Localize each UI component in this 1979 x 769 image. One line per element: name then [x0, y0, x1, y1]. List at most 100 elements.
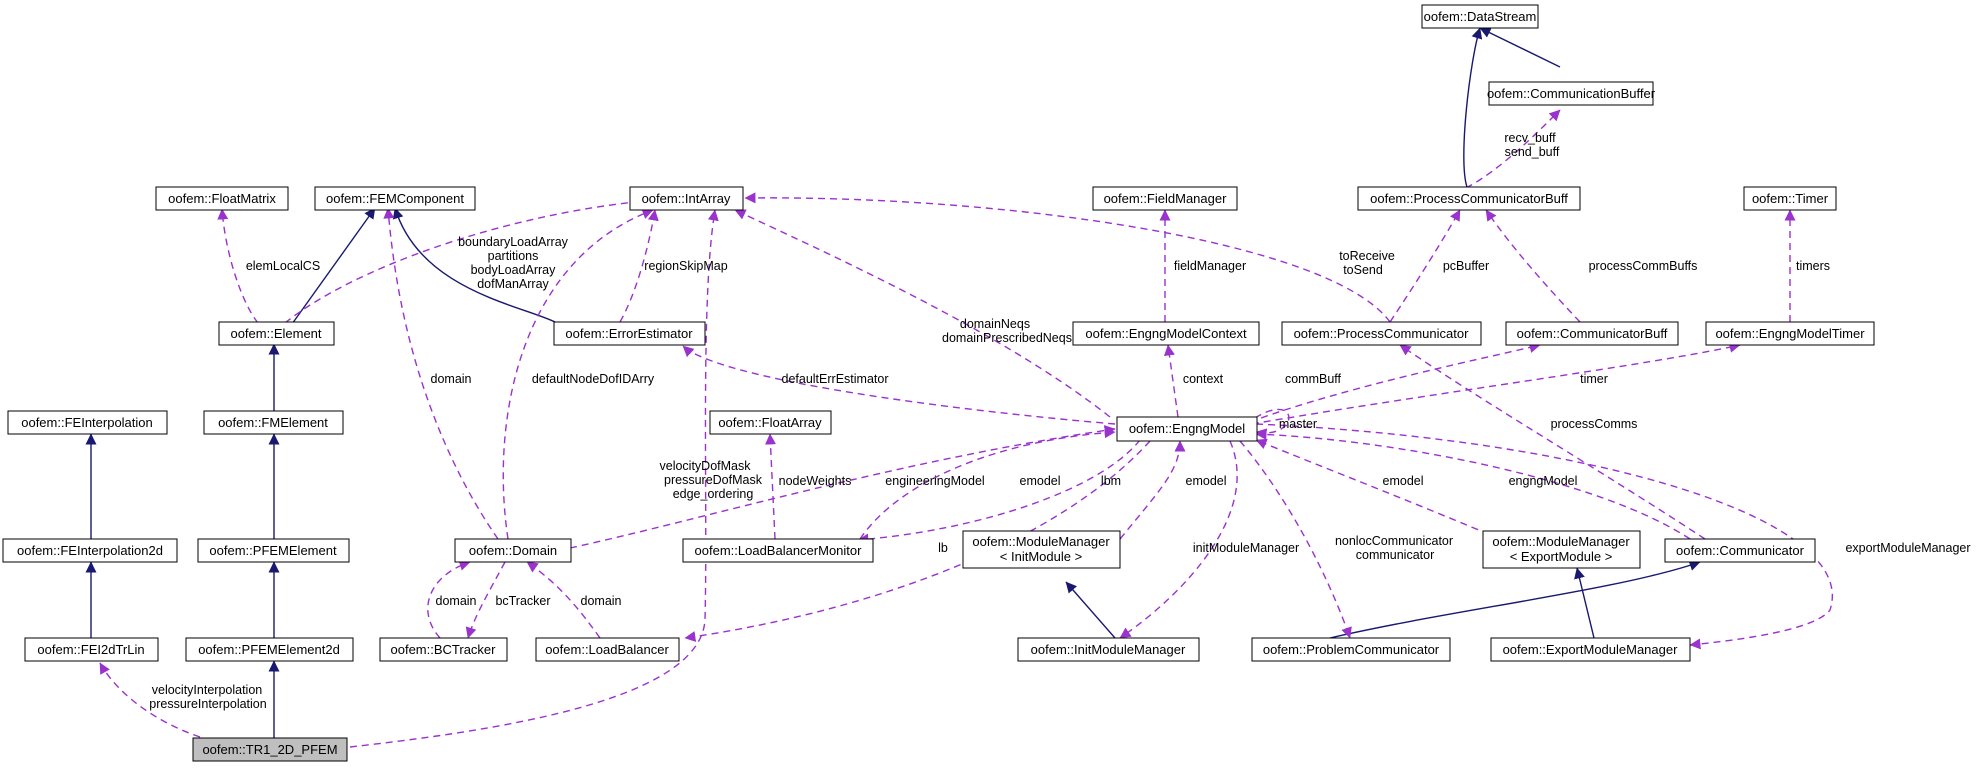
edge-label-engngmodel: engngModel: [1509, 474, 1578, 488]
node-intarray[interactable]: oofem::IntArray: [629, 186, 744, 211]
node-datastream[interactable]: oofem::DataStream: [1421, 4, 1539, 29]
edge-label-communicator: communicator: [1356, 548, 1435, 562]
node-communicator[interactable]: oofem::Communicator: [1664, 538, 1816, 563]
edge-label-pressuredofmask: pressureDofMask: [664, 473, 763, 487]
node-timer[interactable]: oofem::Timer: [1743, 186, 1837, 211]
edge-engngmodel-engngmodeltimer: [1251, 341, 1741, 425]
edge-loadbalancermonitor-engngmodel: [859, 427, 1116, 540]
edge-errorestimator-intarray: [619, 209, 659, 323]
edge-errorestimator-femcomponent: [392, 207, 556, 323]
edge-label-tosend: toSend: [1343, 263, 1383, 277]
node-errorestimator[interactable]: oofem::ErrorEstimator: [553, 321, 706, 346]
node-tr1-2d-pfem[interactable]: oofem::TR1_2D_PFEM: [192, 737, 348, 762]
edge-engngmodel-intarray: [734, 209, 1111, 418]
node-pfemelement[interactable]: oofem::PFEMElement: [197, 538, 350, 563]
edge-label-timers: timers: [1796, 259, 1830, 273]
edge-label-defaultnodedofidarry: defaultNodeDofIDArry: [532, 372, 655, 386]
edge-labels-layer: recv_buff send_buff elemLocalCS boundary…: [149, 131, 1970, 711]
svg-text:oofem::ProblemCommunicator: oofem::ProblemCommunicator: [1263, 642, 1440, 657]
edge-loadbalancer-domain: [526, 561, 601, 639]
edge-domain-femcomponent: [383, 207, 499, 540]
edge-label-boundaryloadarray: boundaryLoadArray: [458, 235, 569, 249]
edge-processcommunicatorbuff-datastream: [1463, 27, 1483, 188]
edge-label-toreceive: toReceive: [1339, 249, 1395, 263]
node-floatmatrix[interactable]: oofem::FloatMatrix: [155, 186, 289, 211]
node-communicatorbuff[interactable]: oofem::CommunicatorBuff: [1505, 321, 1679, 346]
edge-label-fieldmanager: fieldManager: [1174, 259, 1246, 273]
node-floatarray[interactable]: oofem::FloatArray: [709, 410, 832, 435]
svg-text:oofem::CommunicatorBuff: oofem::CommunicatorBuff: [1517, 326, 1668, 341]
edge-label-processcomms: processComms: [1551, 417, 1638, 431]
edge-tr1-fei2dtrlin: [99, 662, 201, 738]
node-feinterpolation2d[interactable]: oofem::FEInterpolation2d: [2, 538, 178, 563]
edge-label-nonloccommunicator: nonlocCommunicator: [1335, 534, 1453, 548]
edge-label-master: master: [1279, 417, 1317, 431]
edge-label-dofmanarray: dofManArray: [477, 277, 549, 291]
edge-engngmodel-errorestimator: [682, 345, 1116, 425]
node-loadbalancer[interactable]: oofem::LoadBalancer: [535, 637, 680, 662]
edge-label-engineeringmodel: engineeringModel: [885, 474, 984, 488]
edge-label-emodel-3: emodel: [1383, 474, 1424, 488]
node-engngmodelcontext[interactable]: oofem::EngngModelContext: [1072, 321, 1260, 346]
node-bctracker[interactable]: oofem::BCTracker: [379, 637, 508, 662]
svg-text:oofem::FMElement: oofem::FMElement: [218, 415, 328, 430]
nodes-layer: oofem::DataStream oofem::CommunicationBu…: [2, 4, 1875, 762]
node-feinterpolation[interactable]: oofem::FEInterpolation: [7, 410, 168, 435]
edge-label-context: context: [1183, 372, 1224, 386]
svg-text:oofem::Domain: oofem::Domain: [469, 543, 557, 558]
edge-communicator-processcommunicator: [1399, 344, 1706, 540]
edge-label-velocitydofmask: velocityDofMask: [660, 459, 752, 473]
svg-text:oofem::ProcessCommunicatorBuff: oofem::ProcessCommunicatorBuff: [1370, 191, 1568, 206]
node-engngmodeltimer[interactable]: oofem::EngngModelTimer: [1705, 321, 1875, 346]
svg-text:oofem::ModuleManager: oofem::ModuleManager: [1492, 534, 1630, 549]
node-processcommunicator[interactable]: oofem::ProcessCommunicator: [1281, 321, 1482, 346]
svg-text:oofem::PFEMElement: oofem::PFEMElement: [209, 543, 337, 558]
node-problemcommunicator[interactable]: oofem::ProblemCommunicator: [1251, 637, 1451, 662]
node-domain[interactable]: oofem::Domain: [454, 538, 572, 563]
svg-text:oofem::FieldManager: oofem::FieldManager: [1104, 191, 1228, 206]
edge-label-emodel-1: emodel: [1020, 474, 1061, 488]
svg-text:< ExportModule >: < ExportModule >: [1510, 549, 1613, 564]
node-element[interactable]: oofem::Element: [218, 321, 335, 346]
edge-label-lbm: lbm: [1101, 474, 1121, 488]
edge-label-velocityinterpolation: velocityInterpolation: [152, 683, 263, 697]
edge-processcommunicator-processcommunicatorbuff: [1389, 209, 1461, 323]
edge-domain-engngmodel: [569, 425, 1116, 549]
svg-text:oofem::CommunicationBuffer: oofem::CommunicationBuffer: [1487, 86, 1656, 101]
edge-engngmodel-enginemodelcontext: [1163, 344, 1179, 418]
svg-text:oofem::IntArray: oofem::IntArray: [642, 191, 731, 206]
node-fei2dtrlin[interactable]: oofem::FEI2dTrLin: [24, 637, 159, 662]
edge-label-send-buff: send_buff: [1505, 145, 1560, 159]
svg-text:oofem::PFEMElement2d: oofem::PFEMElement2d: [198, 642, 340, 657]
edge-label-processcommbuffs: processCommBuffs: [1589, 259, 1698, 273]
node-engngmodel[interactable]: oofem::EngngModel: [1116, 416, 1258, 442]
edge-bctracker-domain: [427, 560, 471, 639]
edge-label-pressureinterpolation: pressureInterpolation: [149, 697, 266, 711]
edge-engngmodel-communicatorbuff: [1249, 342, 1541, 423]
edge-label-emodel-2: emodel: [1186, 474, 1227, 488]
svg-text:oofem::DataStream: oofem::DataStream: [1424, 9, 1537, 24]
svg-text:oofem::ExportModuleManager: oofem::ExportModuleManager: [1503, 642, 1679, 657]
svg-text:oofem::EngngModelTimer: oofem::EngngModelTimer: [1715, 326, 1865, 341]
edge-communicatorbuff-processcommunicatorbuff: [1485, 209, 1581, 323]
edge-engngmodel-loadbalancer: [684, 440, 1151, 642]
node-exportmodulemanager[interactable]: oofem::ExportModuleManager: [1490, 637, 1691, 662]
node-processcommunicatorbuff[interactable]: oofem::ProcessCommunicatorBuff: [1357, 186, 1581, 211]
svg-text:oofem::FEMComponent: oofem::FEMComponent: [326, 191, 464, 206]
svg-text:oofem::Communicator: oofem::Communicator: [1676, 543, 1805, 558]
edge-modulemanagerexport-engngmodel: [1255, 438, 1501, 540]
node-initmodulemanager[interactable]: oofem::InitModuleManager: [1017, 637, 1200, 662]
node-pfemelement2d[interactable]: oofem::PFEMElement2d: [185, 637, 354, 662]
node-loadbalancermonitor[interactable]: oofem::LoadBalancerMonitor: [682, 538, 874, 563]
svg-text:oofem::LoadBalancer: oofem::LoadBalancer: [545, 642, 669, 657]
node-fmelement[interactable]: oofem::FMElement: [203, 410, 344, 435]
node-modulemanager-exportmodule[interactable]: oofem::ModuleManager < ExportModule >: [1482, 530, 1641, 569]
node-femcomponent[interactable]: oofem::FEMComponent: [314, 186, 476, 211]
node-communicationbuffer[interactable]: oofem::CommunicationBuffer: [1487, 81, 1656, 106]
edge-label-pcbuffer: pcBuffer: [1443, 259, 1489, 273]
node-modulemanager-initmodule[interactable]: oofem::ModuleManager < InitModule >: [962, 530, 1121, 569]
edge-label-recv-buff: recv_buff: [1504, 131, 1556, 145]
edge-label-commbuff: commBuff: [1285, 372, 1342, 386]
node-fieldmanager[interactable]: oofem::FieldManager: [1092, 186, 1238, 211]
edge-label-partitions: partitions: [488, 249, 539, 263]
